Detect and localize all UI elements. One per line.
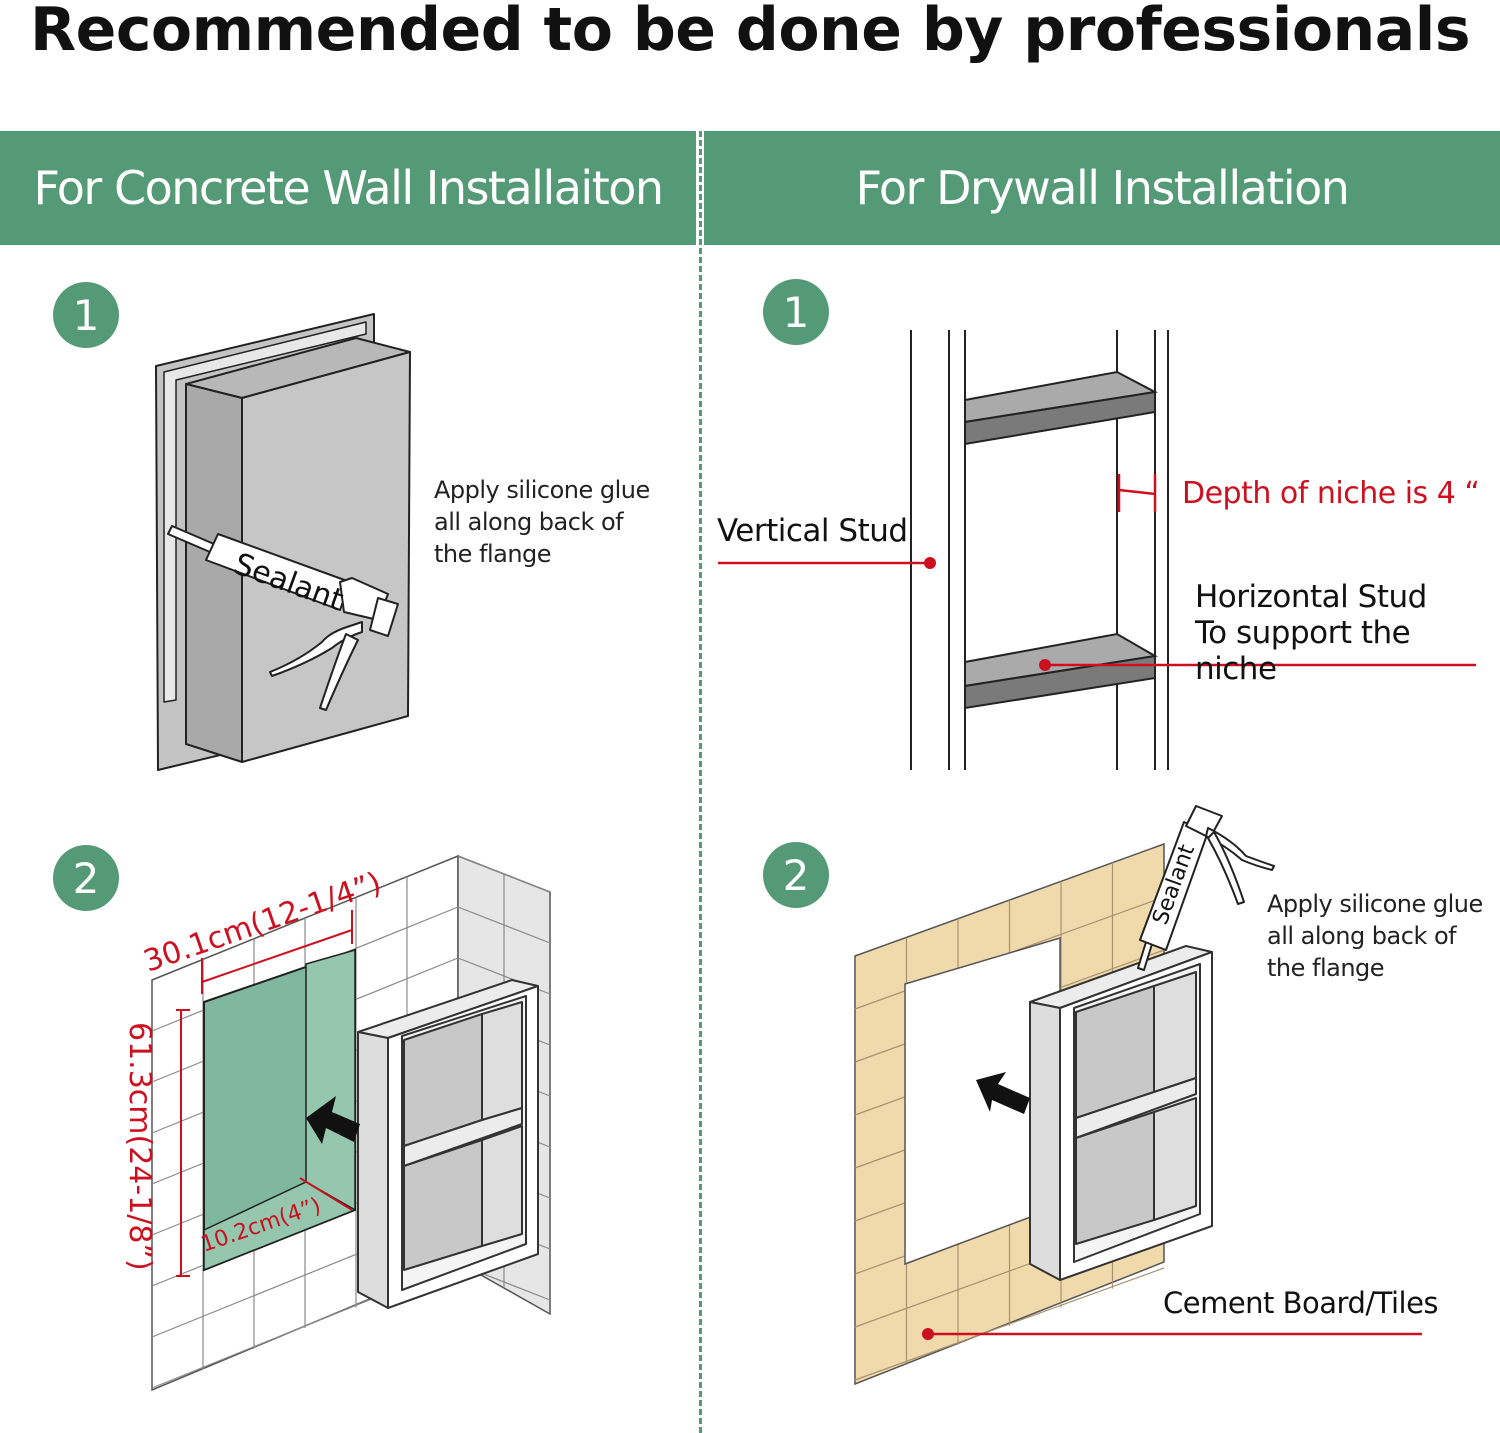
step-1-badge-right: 1 (763, 279, 829, 345)
concrete-wall-heading-text: For Concrete Wall Installaiton (33, 161, 664, 215)
note-line: all along back of (1267, 922, 1457, 950)
drywall-heading: For Drywall Installation (704, 131, 1500, 245)
note-line: the flange (1267, 954, 1385, 982)
callout-line-cement (922, 1328, 1422, 1340)
page-title: Recommended to be done by professionals (29, 0, 1471, 65)
cement-board-label: Cement Board/Tiles (1163, 1286, 1439, 1320)
label-line: To support the niche (1195, 615, 1411, 687)
step-2-badge-right: 2 (763, 842, 829, 908)
step-1-badge-left: 1 (53, 282, 119, 348)
insert-arrow-left (306, 1096, 360, 1144)
concrete-niche-box-illustration (155, 313, 411, 771)
concrete-niche-unit-illustration (357, 979, 539, 1309)
height-dimension-label: 61.3cm(24-1/8”) (122, 1022, 157, 1271)
insert-arrow-right (976, 1072, 1030, 1114)
vertical-stud-label: Vertical Stud (717, 513, 908, 549)
dimension-lines (176, 910, 353, 1277)
horizontal-stud-label: Horizontal Stud To support the niche (1195, 579, 1500, 687)
drywall-niche-unit-illustration (1029, 945, 1213, 1281)
sealant-gun-illustration (167, 525, 399, 711)
concrete-step1-note: Apply silicone glue all along back of th… (434, 474, 650, 570)
callout-lines-step1 (718, 474, 1476, 671)
stud-frame-illustration (910, 330, 1169, 770)
note-line: all along back of (434, 508, 624, 536)
sealant-gun-illustration-right (1137, 805, 1275, 971)
concrete-wall-heading: For Concrete Wall Installaiton (0, 131, 696, 245)
note-line: the flange (434, 540, 552, 568)
niche-depth-label: Depth of niche is 4 “ (1182, 476, 1480, 511)
tile-joint (854, 1267, 1165, 1381)
label-line: Horizontal Stud (1195, 579, 1427, 615)
note-line: Apply silicone glue (434, 476, 650, 504)
dashed-divider (699, 131, 702, 1433)
drywall-heading-text: For Drywall Installation (855, 161, 1350, 215)
drywall-step2-note: Apply silicone glue all along back of th… (1267, 888, 1483, 984)
step-2-badge-left: 2 (53, 845, 119, 911)
note-line: Apply silicone glue (1267, 890, 1483, 918)
